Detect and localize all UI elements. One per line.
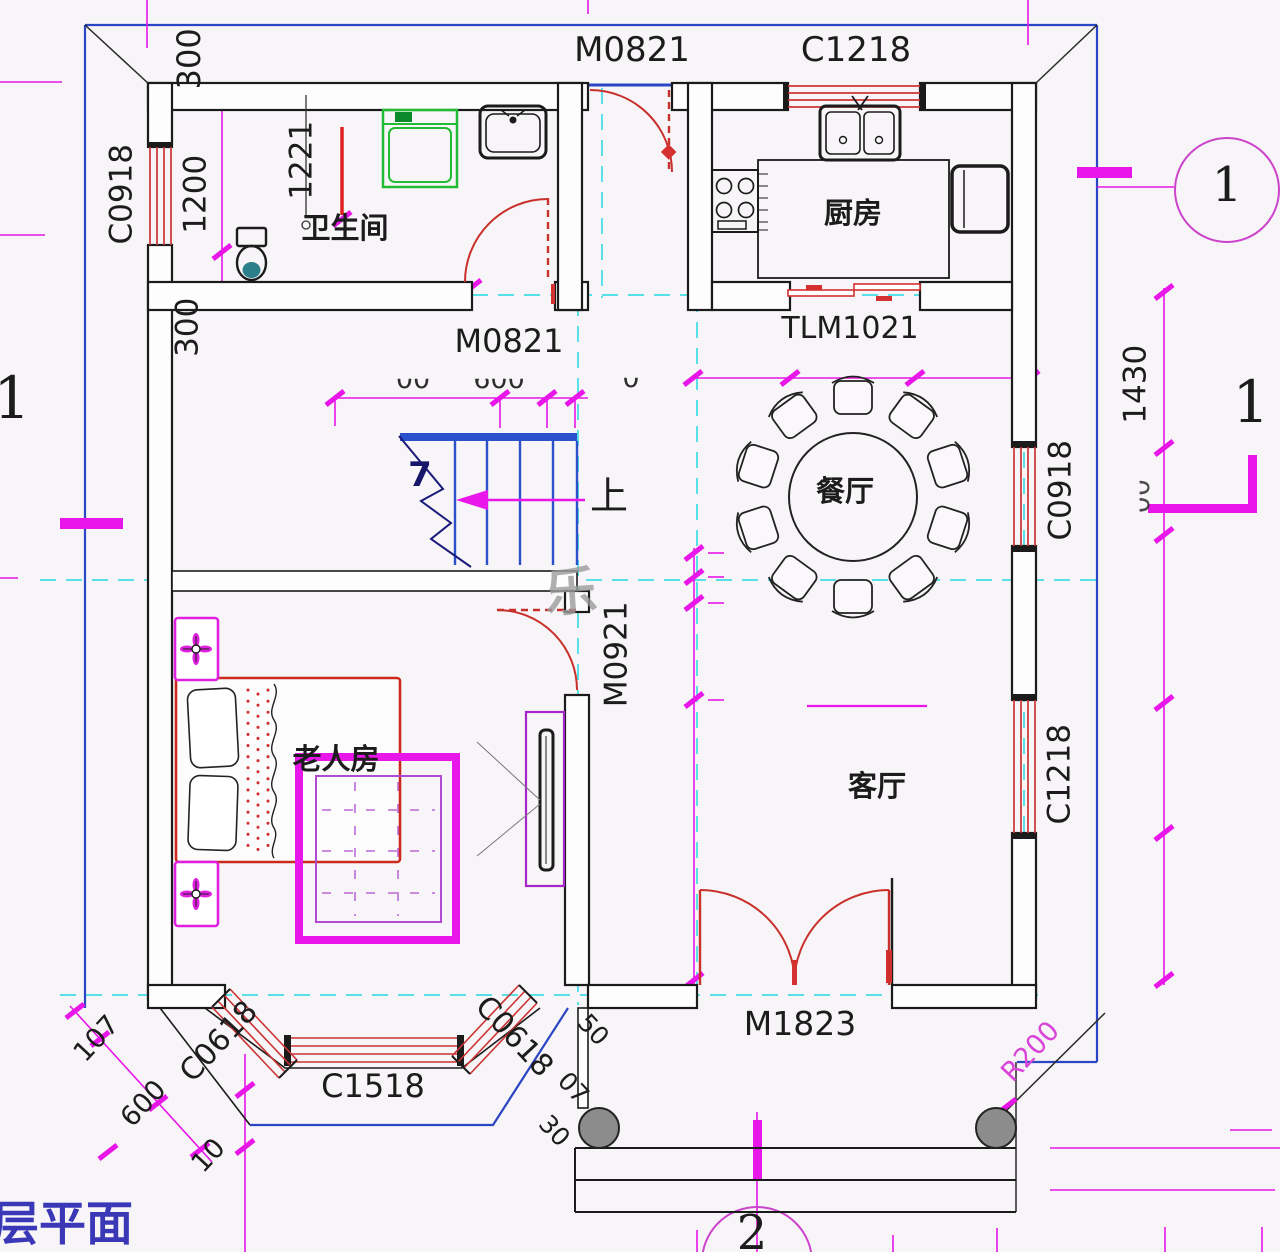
label-dim-1221: 1221 [283,120,320,200]
label-room-bathroom: 卫生间 [301,211,389,245]
stairs [398,433,585,568]
label-dim-300-top: 300 [170,28,209,90]
eave-outline [83,23,1099,1064]
label-frag-b: 600 [473,364,525,395]
nightstand-bottom [173,860,220,928]
label-door-bath: M0821 [454,322,564,360]
column-right [975,1107,1017,1149]
axis-bubbles [701,137,1280,1252]
label-door-sliding: TLM1021 [781,311,919,346]
label-axis-right: 1 [1232,368,1270,436]
label-window-right-lower: C1218 [1041,724,1078,825]
kitchen-sink [818,95,902,162]
bedroom-door [496,608,578,691]
label-window-left: C0918 [103,144,140,245]
label-door-top: M0821 [574,30,690,70]
bay-window [159,984,569,1127]
label-frag-a: 00 [395,364,431,395]
label-stair-up: 上 [589,474,628,518]
bed [174,676,402,864]
corner-diagonals [84,24,1106,1212]
label-dim-300-mid: 300 [169,297,206,357]
main-entry-double-door [698,889,891,986]
dining-set [735,375,971,619]
window-left-C0918 [149,147,172,245]
label-room-bedroom: 老人房 [292,742,380,776]
nightstand-top [173,616,220,682]
washing-machine [381,108,459,189]
label-window-right-upper: C0918 [1042,440,1079,541]
label-axis-left: 1 [0,364,31,432]
label-stair-seven: 7 [408,455,432,495]
fridge [950,164,1010,234]
label-room-dining: 餐厅 [815,474,874,508]
bathroom-door [464,198,555,304]
label-bay-center: C1518 [321,1067,425,1105]
rug [295,753,460,944]
bathroom-sink [478,104,548,160]
axis-marks [60,167,1257,1180]
kitchen-sliding-door [787,283,921,301]
light-pull [301,95,311,230]
label-frag-c: 0 [622,363,640,394]
window-right-C0918 [1013,447,1036,546]
label-room-living: 客厅 [847,769,906,803]
column-left [578,1107,620,1149]
label-door-main: M1823 [743,1004,857,1043]
label-dim-1430: 1430 [1117,344,1154,424]
label-dim-1200: 1200 [177,154,214,234]
window-right-C1218 [1013,700,1036,833]
label-window-top: C1218 [800,30,912,70]
porch [574,1007,1016,1213]
label-bubble-right: 1 [1211,157,1243,213]
tv-cabinet [476,710,566,888]
window-top-C1218 [788,85,920,108]
label-plan-title: 层平面 [0,1197,133,1252]
label-room-kitchen: 厨房 [823,196,882,230]
toilet [235,226,268,282]
stove [711,169,759,233]
label-bubble-bottom: 2 [736,1205,768,1252]
label-watermark: 乐 [542,561,600,625]
